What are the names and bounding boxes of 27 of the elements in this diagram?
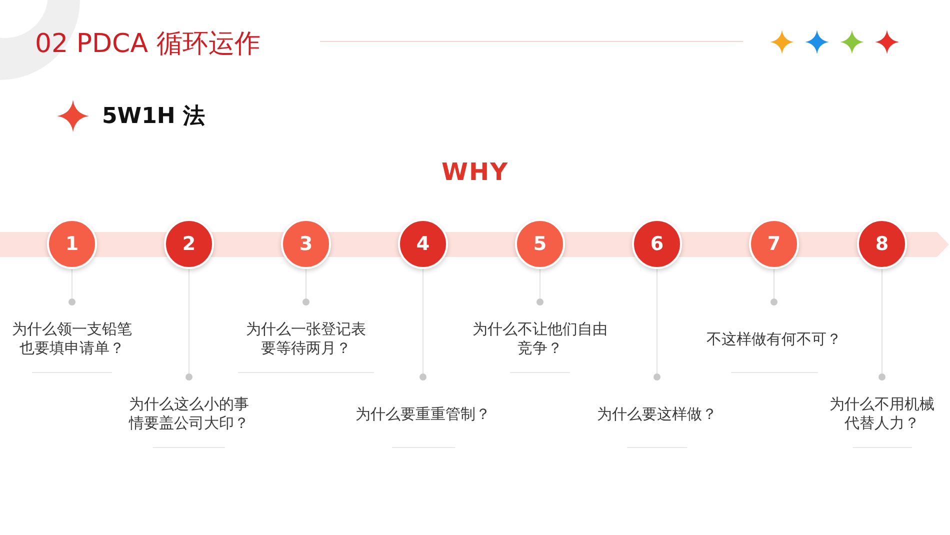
step-number: 5 — [533, 234, 547, 254]
leader-line — [420, 268, 426, 380]
question-text: 为什么要这样做？ — [597, 404, 717, 424]
question-text: 为什么不让他们自由竞争？ — [472, 320, 608, 358]
leader-line — [68, 268, 76, 306]
leader-line — [186, 268, 192, 380]
leader-line — [770, 268, 778, 306]
question-text: 为什么一张登记表要等待两月？ — [245, 320, 367, 358]
step-number: 1 — [65, 234, 79, 254]
leader-line — [536, 268, 544, 306]
leader-line — [654, 268, 660, 380]
question-text: 为什么这么小的事情要盖公司大印？ — [128, 395, 250, 433]
step-number: 2 — [182, 234, 196, 254]
section-heading: 5W1H 法 — [102, 103, 205, 131]
section-heading: WHY — [442, 157, 508, 187]
step-number: 6 — [650, 234, 664, 254]
step-number: 8 — [875, 234, 889, 254]
question-text: 不这样做有何不可？ — [706, 330, 842, 348]
leader-line — [878, 268, 886, 380]
leader-line — [302, 268, 310, 306]
question-text: 为什么要重重管制？ — [356, 404, 490, 424]
question-text: 为什么领一支铅笔也要填申请单？ — [11, 320, 133, 358]
slide-title: 02 PDCA 循环运作 — [35, 28, 260, 61]
step-number: 4 — [416, 234, 430, 254]
step-number: 3 — [299, 234, 313, 254]
step-number: 7 — [767, 234, 781, 254]
question-text: 为什么不用机械代替人力？ — [828, 395, 936, 433]
